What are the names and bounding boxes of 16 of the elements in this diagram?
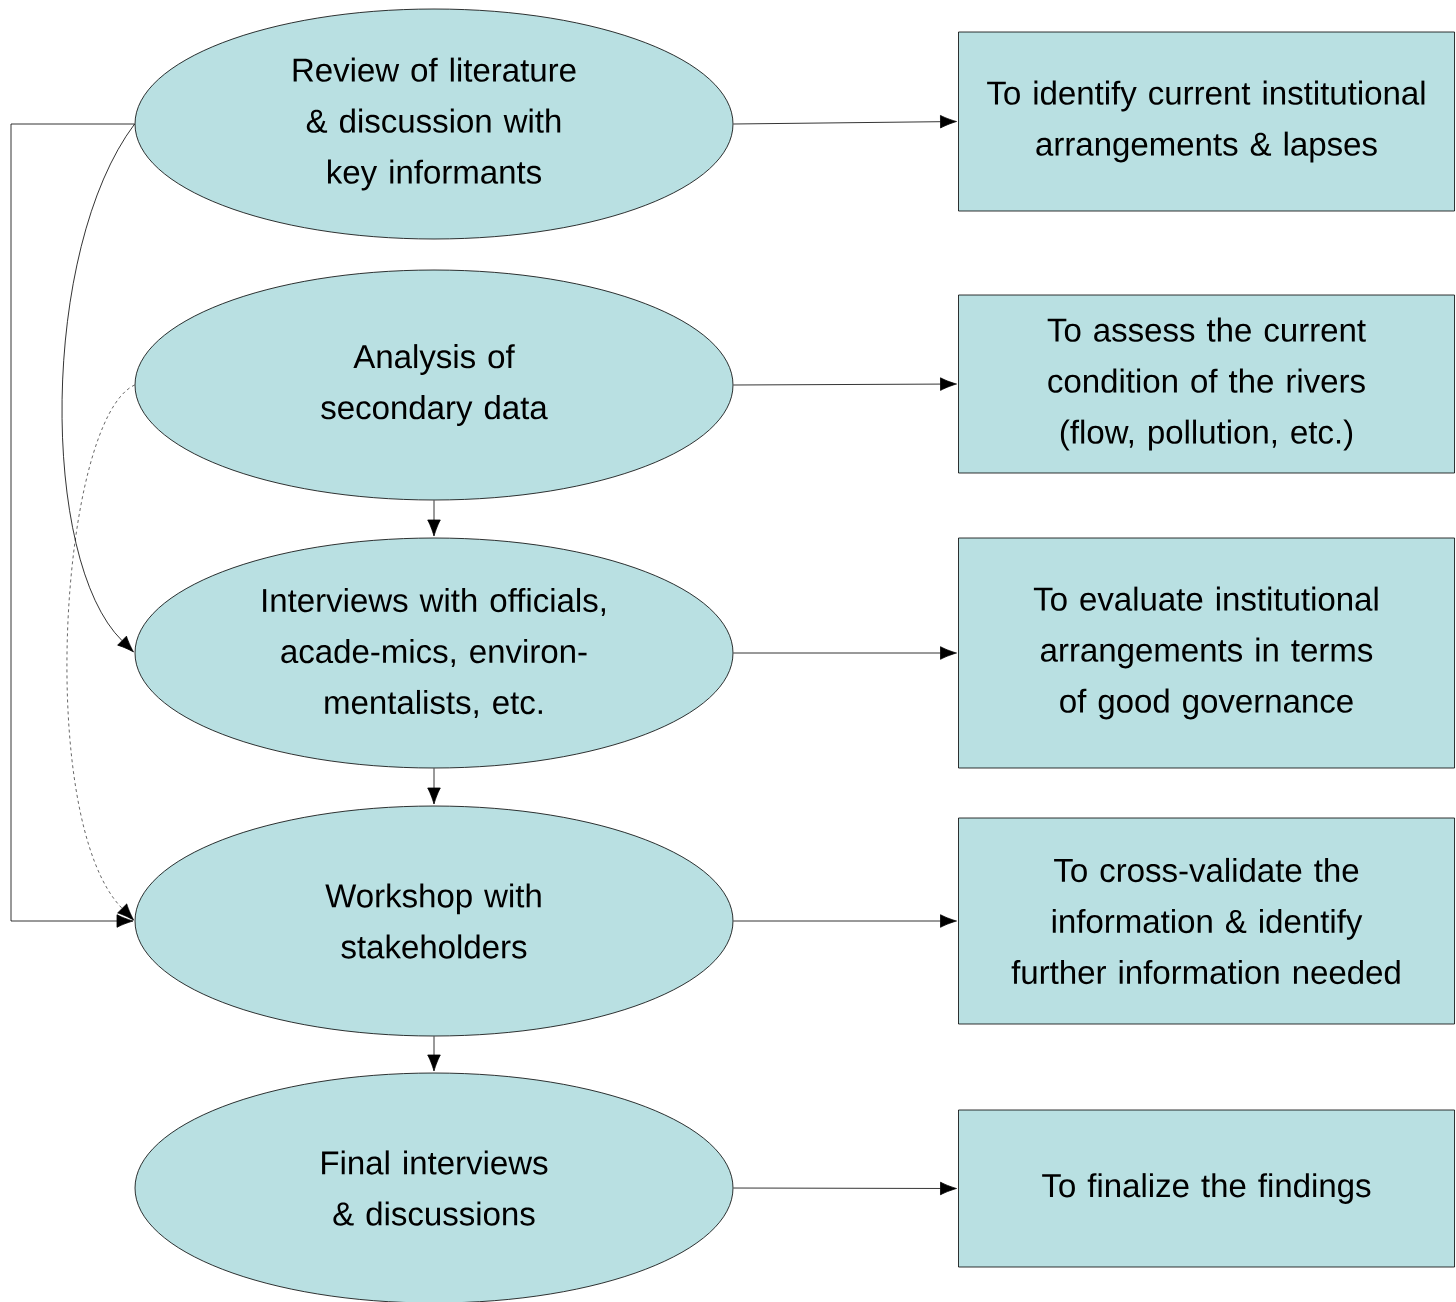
arrow	[66, 384, 135, 921]
arrow	[733, 1181, 957, 1196]
arrow	[733, 377, 957, 391]
arrow	[733, 646, 957, 660]
arrow	[427, 768, 441, 805]
arrow	[10, 123, 135, 928]
arrow	[733, 914, 957, 928]
arrow	[61, 123, 135, 653]
arrow	[427, 1036, 441, 1072]
arrow	[427, 500, 441, 537]
goal-box: To assess the current condition of the rivers (flow, pollution, etc.)	[958, 294, 1455, 474]
goal-box: To cross-validate the information & identify further information needed	[958, 817, 1455, 1025]
goal-box: To evaluate institutional arrangements in terms of good governance	[958, 537, 1455, 769]
goal-box: To identify current institutional arrangements & lapses	[958, 31, 1455, 212]
goal-box: To finalize the findings	[958, 1109, 1455, 1268]
arrow	[733, 115, 957, 129]
